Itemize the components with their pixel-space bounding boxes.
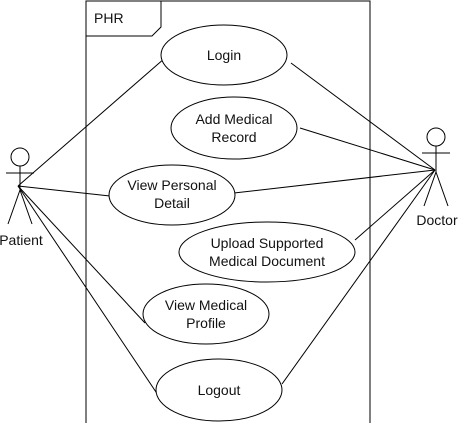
assoc-patient-view-medical-profile: [17, 185, 146, 324]
assoc-patient-login: [17, 57, 166, 187]
use-case-label: Login: [207, 47, 241, 63]
use-case-logout[interactable]: Logout: [155, 358, 283, 422]
use-case-view-personal-detail[interactable]: View Personal Detail: [108, 164, 236, 226]
actor-patient[interactable]: Patient: [0, 147, 43, 248]
assoc-patient-logout: [17, 185, 161, 399]
actor-doctor-label: Doctor: [416, 212, 458, 228]
use-case-label: Medical Document: [209, 253, 325, 269]
use-case-view-medical-profile[interactable]: View Medical Profile: [142, 283, 270, 345]
actor-head-icon: [10, 147, 30, 167]
use-case-label: View Personal: [127, 177, 216, 193]
assoc-doctor-add-medical-record: [299, 127, 436, 171]
use-case-label: Detail: [154, 195, 190, 211]
actor-head-icon: [426, 127, 446, 147]
system-boundary: PHR: [85, 0, 371, 423]
actor-patient-label: Patient: [0, 232, 43, 248]
assoc-doctor-view-personal-detail: [233, 169, 436, 194]
system-name: PHR: [94, 10, 124, 26]
use-case-label: View Medical: [165, 297, 247, 313]
assoc-patient-view-personal-detail: [17, 185, 111, 197]
use-case-login[interactable]: Login: [160, 24, 288, 86]
use-case-label: Add Medical: [195, 111, 272, 127]
use-case-label: Logout: [198, 382, 241, 398]
assoc-doctor-upload-document: [354, 169, 436, 241]
actor-doctor[interactable]: Doctor: [416, 127, 458, 228]
use-case-label: Profile: [186, 315, 226, 331]
use-case-add-medical-record[interactable]: Add Medical Record: [170, 96, 298, 160]
use-case-upload-supported-medical-document[interactable]: Upload Supported Medical Document: [178, 221, 356, 283]
associations: [17, 57, 436, 399]
assoc-doctor-logout: [281, 169, 436, 385]
use-case-label: Upload Supported: [211, 235, 324, 251]
assoc-doctor-login: [290, 62, 436, 171]
use-case-label: Record: [211, 129, 256, 145]
